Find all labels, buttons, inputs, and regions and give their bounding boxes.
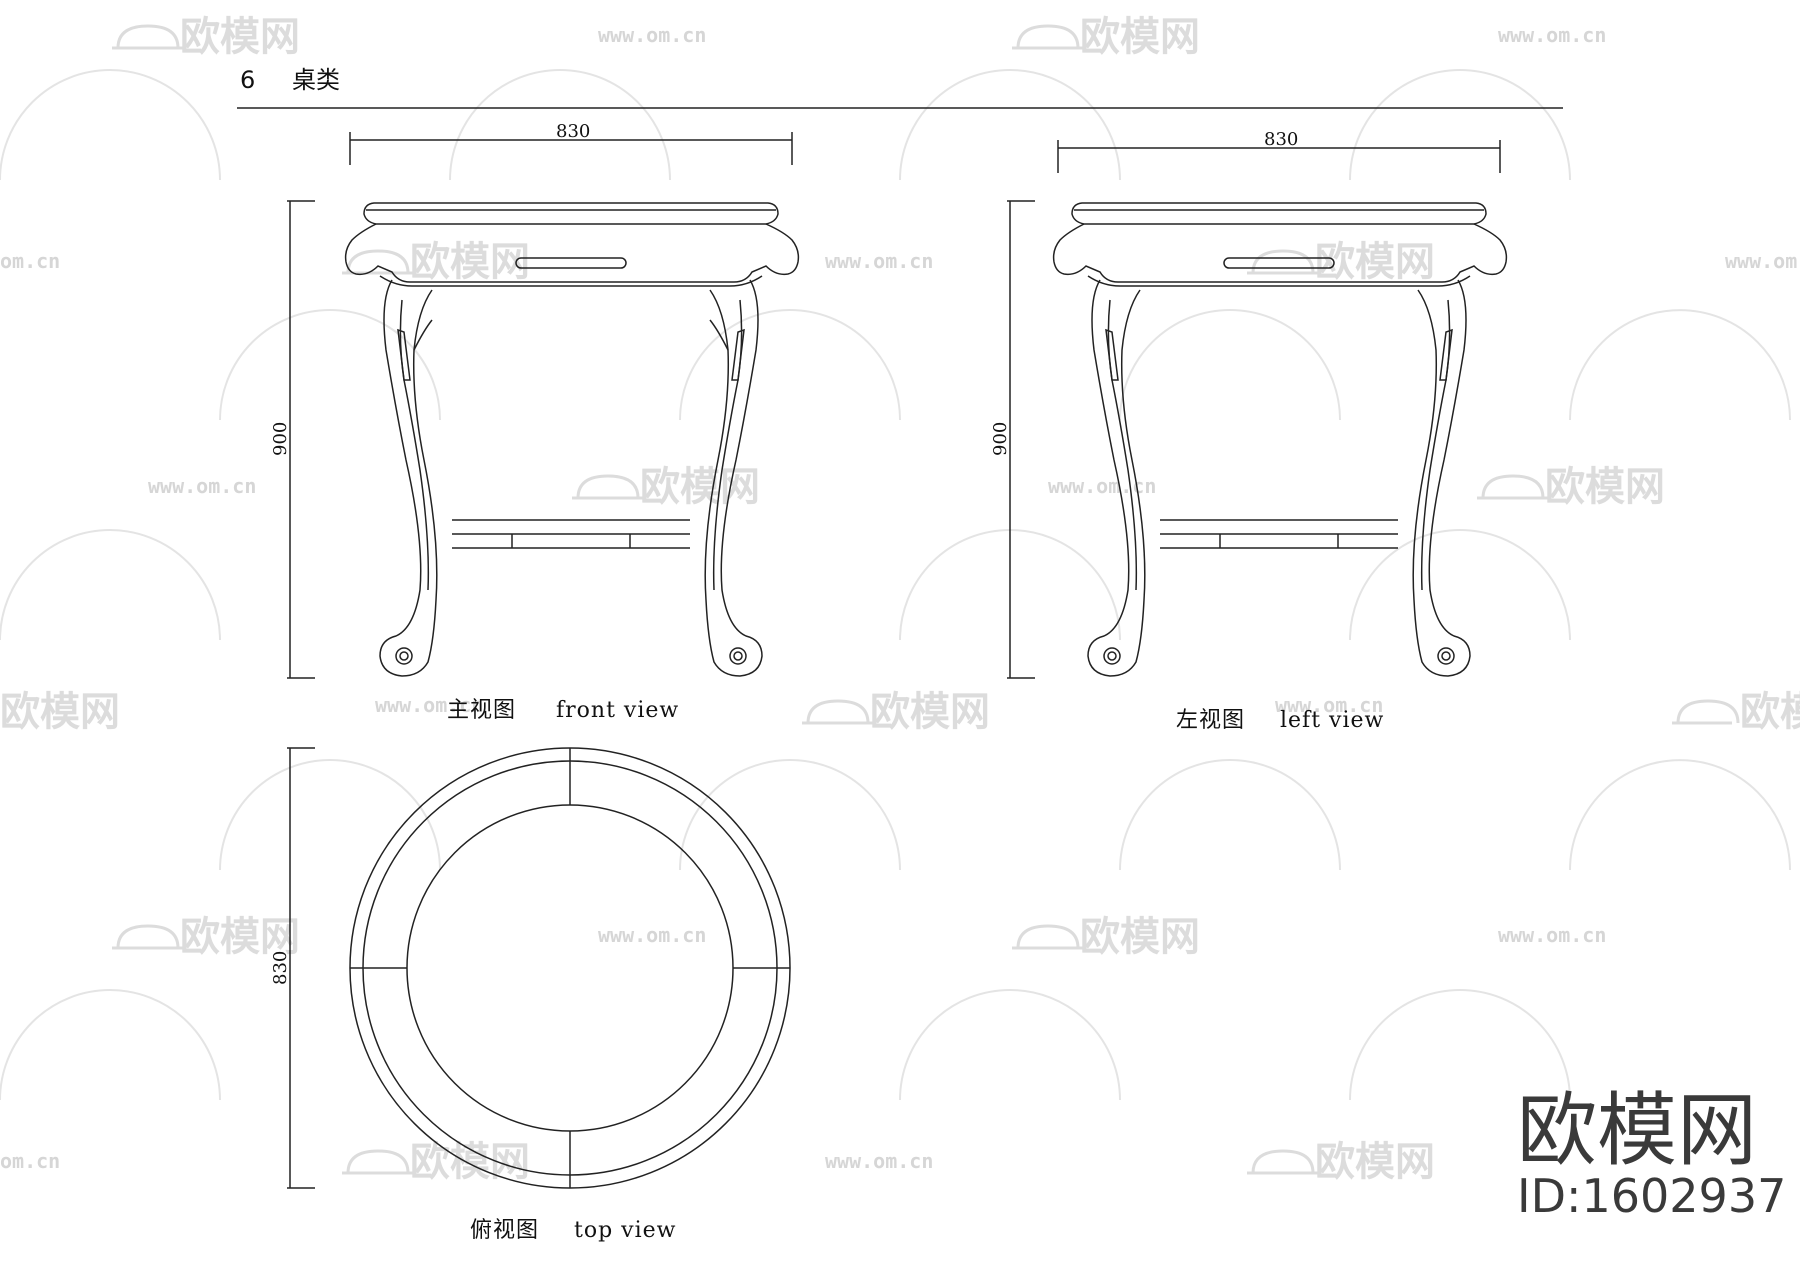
front-table-top: [363, 202, 779, 225]
top-inner-circle: [406, 804, 734, 1132]
left-apron: [1052, 223, 1508, 283]
left-left-leg: [1087, 279, 1146, 677]
watermark-url: www.om.cn: [148, 474, 256, 498]
watermark-logo: 欧模网: [180, 914, 300, 960]
watermark-logo: 欧模网: [410, 239, 530, 285]
left-height-label: 900: [990, 422, 1011, 456]
left-drawer-slot: [1223, 257, 1335, 269]
front-width-label: 830: [556, 121, 590, 142]
watermark-logo: 欧模网: [1545, 464, 1665, 510]
top-diameter-dimension: [287, 747, 315, 1189]
front-width-dimension: [349, 132, 793, 165]
front-drawer-slot: [515, 257, 627, 269]
brand-id: ID:1602937: [1517, 1169, 1786, 1223]
watermark-url: www.om.cn: [598, 23, 706, 47]
left-stretcher: [1160, 519, 1398, 549]
watermark-logo: 欧模网: [1315, 1139, 1435, 1185]
front-right-leg: [704, 279, 763, 677]
watermark-logo: 欧模网: [410, 1139, 530, 1185]
front-view-caption-en: front view: [556, 698, 679, 723]
watermark-url: www.om.cn: [1048, 474, 1156, 498]
brand-mark: 欧模网 ID:1602937: [1517, 1084, 1786, 1223]
watermark-logo: 欧模网: [640, 464, 760, 510]
watermark-url: om.cn: [0, 1149, 60, 1173]
watermark-url: www.om.cn: [598, 923, 706, 947]
front-height-label: 900: [270, 422, 291, 456]
brand-name: 欧模网: [1517, 1084, 1757, 1177]
watermark-logo: 欧模网: [1080, 914, 1200, 960]
watermark-url: www.om.cn: [825, 1149, 933, 1173]
top-second-circle: [362, 760, 778, 1176]
watermark-logo: 欧模网: [1080, 14, 1200, 60]
top-view-caption-cn: 俯视图: [470, 1218, 539, 1243]
left-view-caption-en: left view: [1280, 708, 1384, 733]
section-title: 桌类: [292, 66, 340, 94]
watermark-url: www.om.cn: [375, 693, 483, 717]
watermark-logo: 欧模网: [0, 689, 120, 735]
watermark-sofa-icons: [112, 24, 1740, 1175]
front-view: [287, 132, 800, 679]
watermark-url: www.om.cn: [1498, 923, 1606, 947]
watermark-logo: 欧模网: [1315, 239, 1435, 285]
left-table-top: [1071, 202, 1487, 225]
watermark-logos: 欧模网 欧模网 欧模网 欧模网 欧模网 欧模网 欧模网 欧模网 欧模网 欧模网 …: [0, 14, 1800, 1185]
sheet-header: 6 桌类: [237, 66, 1563, 109]
watermark-url: om.cn: [0, 249, 60, 273]
front-stretcher: [452, 519, 690, 549]
left-view-caption-cn: 左视图: [1176, 708, 1245, 733]
top-outer-circle: [349, 747, 791, 1189]
top-diameter-label: 830: [270, 951, 291, 985]
front-height-dimension: [287, 200, 315, 679]
left-width-label: 830: [1264, 129, 1298, 150]
left-width-dimension: [1057, 140, 1501, 173]
watermark-url: www.om.cn: [1498, 23, 1606, 47]
left-right-leg: [1412, 279, 1471, 677]
section-number: 6: [240, 66, 255, 94]
watermark-logo: 欧模网: [870, 689, 990, 735]
left-height-dimension: [1007, 200, 1035, 679]
front-view-caption-cn: 主视图: [447, 698, 516, 723]
watermark-logo: 欧模网: [1740, 689, 1800, 735]
front-left-leg: [379, 279, 438, 677]
left-view: [1007, 140, 1508, 679]
watermark-arc-pattern: [0, 69, 1791, 1101]
watermark-url: www.om.cn: [825, 249, 933, 273]
watermark-urls: www.om.cn www.om.cn om.cn www.om.cn www.…: [0, 23, 1800, 1173]
top-view: [287, 747, 791, 1189]
top-view-caption-en: top view: [574, 1218, 676, 1243]
watermark-url: www.om.cn: [1275, 693, 1383, 717]
watermark-url: www.om.cn: [1725, 249, 1800, 273]
watermark-logo: 欧模网: [180, 14, 300, 60]
front-apron: [344, 223, 800, 283]
